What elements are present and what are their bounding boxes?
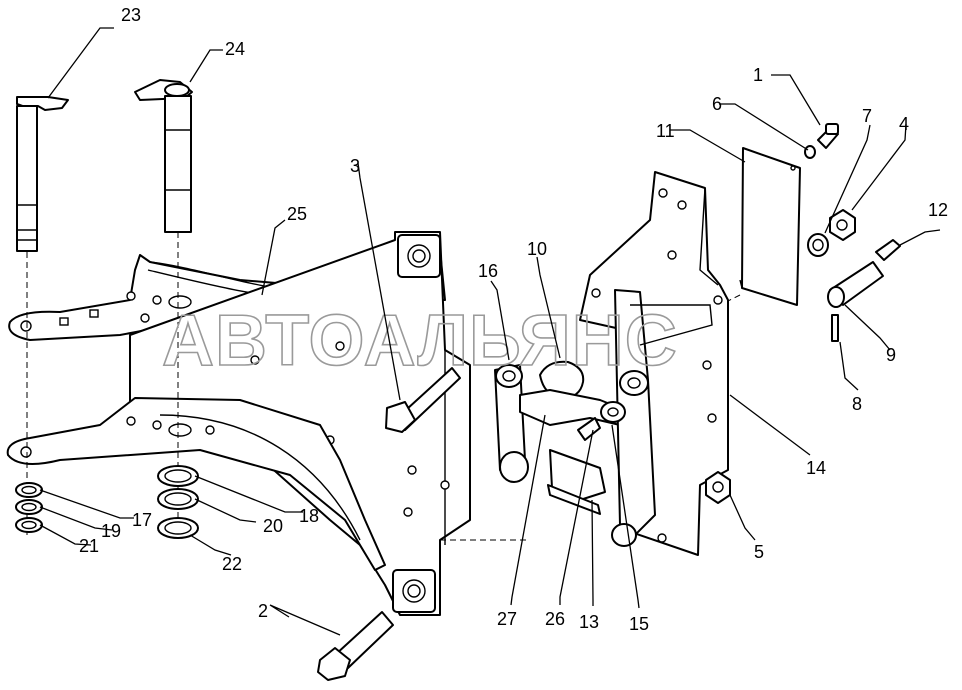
callout-4: 4: [899, 114, 909, 134]
callout-23: 23: [121, 5, 141, 25]
callout-19: 19: [101, 521, 121, 541]
callout-15: 15: [629, 614, 649, 634]
washer-stack-left: [15, 482, 43, 533]
callout-18: 18: [299, 506, 319, 526]
callout-16: 16: [478, 261, 498, 281]
washer-6: [804, 145, 816, 159]
callout-7: 7: [862, 106, 872, 126]
callout-14: 14: [806, 458, 826, 478]
nut-4: [829, 209, 856, 241]
callout-21: 21: [79, 536, 99, 556]
back-plate: [579, 171, 729, 556]
callout-2: 2: [258, 601, 268, 621]
callout-25: 25: [287, 204, 307, 224]
washer-stack-right: [157, 465, 199, 539]
callout-5: 5: [754, 542, 764, 562]
bolt-2: [317, 611, 394, 681]
plate-11: [739, 147, 801, 306]
callout-26: 26: [545, 609, 565, 629]
pin-23: [16, 96, 69, 252]
pin-9: [827, 261, 884, 308]
callout-8: 8: [852, 394, 862, 414]
pin-24: [134, 79, 193, 233]
nut-5: [705, 471, 731, 504]
callout-1: 1: [753, 65, 763, 85]
callout-10: 10: [527, 239, 547, 259]
callout-11: 11: [656, 121, 675, 141]
callout-22: 22: [222, 554, 242, 574]
callout-27: 27: [497, 609, 517, 629]
grease-nipple-12: [875, 239, 901, 261]
bolt-3: [385, 367, 461, 433]
callout-17: 17: [132, 510, 152, 530]
callout-12: 12: [928, 200, 948, 220]
bolt-1: [817, 123, 839, 149]
callout-9: 9: [886, 345, 896, 365]
callout-13: 13: [579, 612, 599, 632]
lever-mechanism: [494, 289, 713, 547]
watermark-text: АВТОАЛЬЯНС: [162, 301, 678, 381]
cotter-pin-8: [831, 314, 839, 342]
callout-20: 20: [263, 516, 283, 536]
callout-24: 24: [225, 39, 245, 59]
callout-6: 6: [712, 94, 722, 114]
washer-7: [807, 233, 829, 257]
lower-arm-plate: [6, 397, 386, 571]
callout-3: 3: [350, 156, 360, 176]
